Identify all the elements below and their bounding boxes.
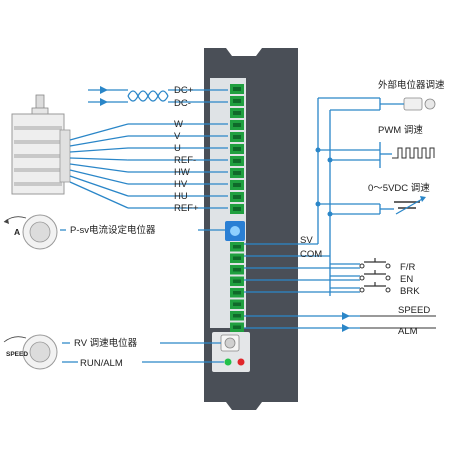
label-ref-minus: REF-	[174, 155, 196, 166]
label-hw: HW	[174, 167, 190, 178]
run-alm-label: RUN/ALM	[80, 358, 123, 369]
label-hv: HV	[174, 179, 188, 190]
switch-brk	[359, 282, 391, 293]
alarm-led	[237, 358, 245, 366]
rv-pot-label: RV 调速电位器	[74, 337, 138, 349]
upper-terminal-screw	[233, 111, 241, 115]
label-speed: SPEED	[398, 305, 430, 316]
right-labels: 外部电位器调速 PWM 调速 0～5VDC 调速 SV COM F/R EN B…	[300, 79, 445, 337]
label-v: V	[174, 131, 181, 142]
label-u: U	[174, 143, 181, 154]
speed-knob	[3, 334, 58, 370]
knob-label-speed: SPEED	[6, 351, 28, 358]
lower-terminal-screw	[233, 279, 241, 283]
current-pot-label: P-sv电流设定电位器	[70, 224, 156, 236]
terminal-block-upper	[230, 84, 244, 214]
switch-en	[359, 270, 391, 281]
left-terminal-labels: DC+ DC- W V U REF- HW HV HU REF+	[174, 85, 199, 214]
upper-terminal-screw	[233, 171, 241, 175]
upper-terminal-screw	[233, 135, 241, 139]
pwm-label: PWM 调速	[378, 125, 423, 136]
upper-terminal-screw	[233, 123, 241, 127]
right-wiring	[244, 97, 436, 332]
upper-terminal-screw	[233, 147, 241, 151]
current-pot-knob	[3, 214, 58, 250]
external-pot-label: 外部电位器调速	[378, 79, 445, 91]
upper-terminal-screw	[233, 183, 241, 187]
voltage-label: 0～5VDC 调速	[368, 183, 430, 194]
motor	[11, 94, 71, 195]
current-set-potentiometer[interactable]	[225, 221, 245, 241]
label-hu: HU	[174, 191, 188, 202]
upper-terminal-screw	[233, 207, 241, 211]
label-com: COM	[300, 249, 322, 260]
lower-terminal-screw	[233, 314, 241, 318]
label-alm: ALM	[398, 326, 418, 337]
label-ref-plus: REF+	[174, 203, 199, 214]
terminal-block-lower	[230, 242, 244, 332]
label-w: W	[174, 119, 183, 130]
upper-terminal-screw	[233, 159, 241, 163]
label-brk: BRK	[400, 286, 420, 297]
lower-terminal-screw	[233, 268, 241, 272]
upper-terminal-screw	[233, 99, 241, 103]
label-en: EN	[400, 274, 413, 285]
switch-fr	[359, 258, 391, 269]
lower-terminal-screw	[233, 325, 241, 329]
left-wiring	[69, 86, 228, 209]
label-dc-plus: DC+	[174, 85, 194, 96]
knob-label-a: A	[14, 227, 20, 237]
lower-terminal-screw	[233, 245, 241, 249]
run-led	[224, 358, 232, 366]
label-dc-minus: DC-	[174, 98, 191, 109]
label-fr: F/R	[400, 262, 415, 273]
lower-terminal-screw	[233, 302, 241, 306]
rv-speed-potentiometer[interactable]	[220, 334, 240, 352]
upper-terminal-screw	[233, 195, 241, 199]
lower-terminal-screw	[233, 256, 241, 260]
label-sv: SV	[300, 235, 313, 246]
lower-terminal-screw	[233, 291, 241, 295]
upper-terminal-screw	[233, 87, 241, 91]
